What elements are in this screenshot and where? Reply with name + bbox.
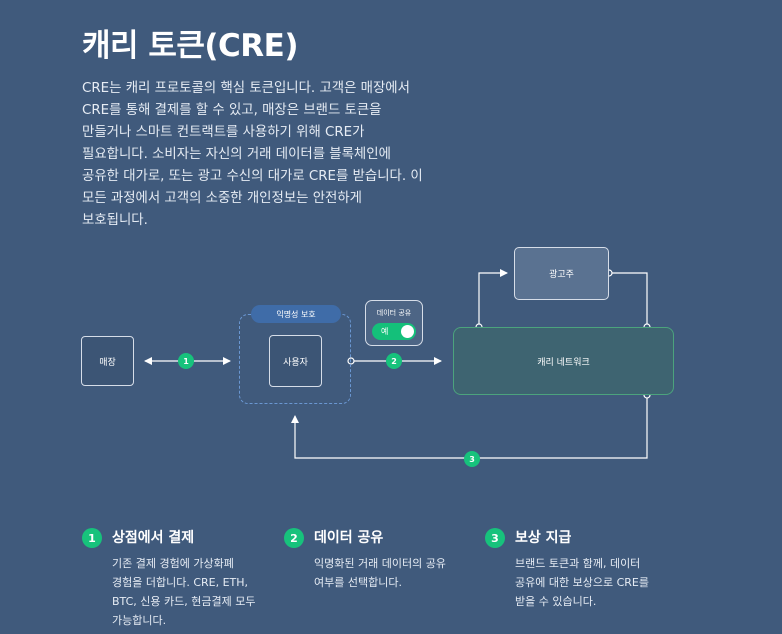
toggle-state-label: 예 [381,327,389,336]
step-title: 데이터 공유 [314,530,384,546]
step-line: 받을 수 있습니다. [515,595,597,608]
data-sharing-card: 데이터 공유 예 [365,300,423,346]
step-badge-1: 1 [178,353,194,369]
step-body: 기존 결제 경험에 가상화폐 경험을 더합니다. CRE, ETH, BTC, … [112,554,255,630]
anonymity-tag: 익명성 보호 [251,305,341,323]
data-sharing-toggle[interactable]: 예 [372,323,416,340]
step-title: 상점에서 결제 [112,530,195,546]
reward-connector [291,395,648,459]
description-line: 만들거나 스마트 컨트랙트를 사용하기 위해 CRE가 [82,125,365,140]
anonymity-tag-label: 익명성 보호 [276,309,316,319]
description-line: 공유한 대가로, 또는 광고 수신의 대가로 CRE를 받습니다. 이 [82,169,423,184]
page-title: 캐리 토큰(CRE) [82,28,299,64]
step-line: 여부를 선택합니다. [314,576,402,589]
step-line: 공유에 대한 보상으로 CRE를 [515,576,649,589]
description-line: CRE를 통해 결제를 할 수 있고, 매장은 브랜드 토큰을 [82,103,382,118]
user-label: 사용자 [283,357,308,368]
step-badge-3: 3 [464,451,480,467]
advertiser-network-connector [609,272,648,327]
description-line: CRE는 캐리 프로토콜의 핵심 토큰입니다. 고객은 매장에서 [82,81,410,96]
description: CRE는 캐리 프로토콜의 핵심 토큰입니다. 고객은 매장에서 CRE를 통해… [82,78,492,232]
network-label: 캐리 네트워크 [537,357,590,368]
advertiser-label: 광고주 [549,270,574,280]
user-node: 사용자 [269,335,322,387]
step-number: 2 [284,528,304,548]
data-sharing-label: 데이터 공유 [376,309,412,317]
step-body: 브랜드 토큰과 함께, 데이터 공유에 대한 보상으로 CRE를 받을 수 있습… [515,554,649,611]
step-line: 브랜드 토큰과 함께, 데이터 [515,557,641,570]
step-line: 기존 결제 경험에 가상화폐 [112,557,234,570]
step-line: 경험을 더합니다. CRE, ETH, [112,576,249,589]
description-line: 보호됩니다. [82,213,148,228]
toggle-knob [401,325,414,338]
step-line: 가능합니다. [112,614,167,627]
step-badge-2: 2 [386,353,402,369]
advertiser-node: 광고주 [514,247,609,300]
network-advertiser-connector [478,269,508,327]
step-line: 익명화된 거래 데이터의 공유 [314,557,446,570]
store-label: 매장 [99,357,116,368]
description-line: 필요합니다. 소비자는 자신의 거래 데이터를 블록체인에 [82,147,391,162]
description-line: 모든 과정에서 고객의 소중한 개인정보는 안전하게 [82,191,362,206]
step-line: BTC, 신용 카드, 현금결제 모두 [112,595,256,608]
step-number: 3 [485,528,505,548]
step-number: 1 [82,528,102,548]
step-title: 보상 지급 [515,530,572,546]
step-body: 익명화된 거래 데이터의 공유 여부를 선택합니다. [314,554,446,592]
store-node: 매장 [81,336,134,386]
carry-network-node: 캐리 네트워크 [453,327,674,395]
